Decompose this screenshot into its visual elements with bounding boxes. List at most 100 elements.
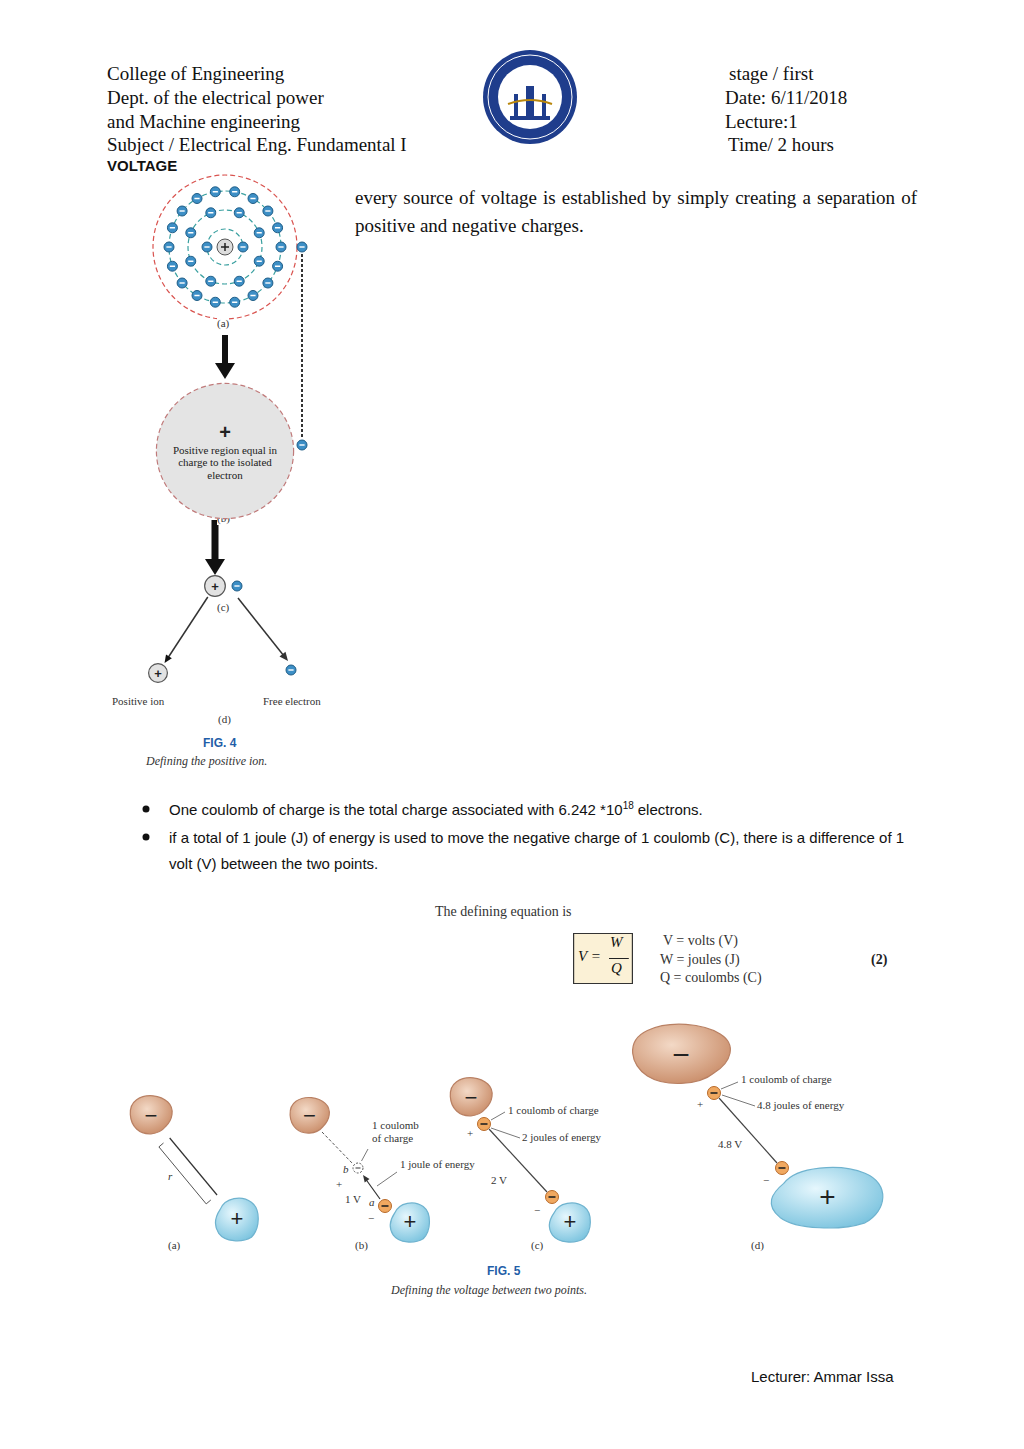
- outline-shape: [290, 1097, 329, 1133]
- electron: [186, 228, 196, 238]
- equation-numerator: W: [610, 934, 623, 951]
- electron: [192, 194, 202, 204]
- figure-label: (b): [355, 1239, 368, 1252]
- node-content: −: [625, 1020, 737, 1090]
- electron: [248, 291, 258, 301]
- charge: [478, 1118, 491, 1131]
- node-content: +: [547, 1200, 593, 1244]
- outline-shape: [450, 1078, 492, 1116]
- figure-label: 1 coulomb of charge: [508, 1104, 599, 1117]
- figure-label: 1 coulomb of charge: [372, 1119, 426, 1144]
- equation-legend: The defining equation is: [435, 904, 571, 920]
- connector: [165, 597, 208, 663]
- atom: [153, 175, 307, 319]
- arrow-head: [165, 654, 172, 663]
- equation-lhs: V =: [578, 948, 601, 965]
- outline-shape: [205, 576, 226, 597]
- figure-caption: Defining the positive ion.: [146, 755, 267, 769]
- figure-label: 1 joule of energy: [400, 1158, 475, 1171]
- sign-text: −: [465, 1087, 478, 1109]
- nucleus: [217, 239, 233, 255]
- negative-charge-body: −: [625, 1020, 737, 1090]
- sign-text: +: [219, 421, 231, 444]
- leader-line: [362, 1149, 398, 1186]
- sign-text: +: [231, 1208, 244, 1230]
- figure-label: 1 V: [345, 1193, 361, 1206]
- ion-circle: +: [204, 575, 226, 597]
- electron: [286, 665, 296, 675]
- figure-label: +: [336, 1178, 342, 1191]
- orbit: [188, 210, 262, 284]
- negative-charge-body: −: [447, 1075, 495, 1120]
- electron: [186, 256, 196, 266]
- connector-line: [212, 520, 219, 561]
- figure-label: +: [697, 1098, 703, 1111]
- figure-label: −: [763, 1174, 769, 1187]
- node-content: +: [148, 663, 168, 683]
- arrow-line: [238, 598, 284, 656]
- electron: [254, 228, 264, 238]
- figure-label: 4.8 joules of energy: [757, 1099, 844, 1112]
- node-content: −: [127, 1093, 175, 1138]
- figure-label: 2 V: [491, 1174, 507, 1187]
- sign-text: +: [154, 667, 162, 680]
- electron: [202, 242, 212, 252]
- charge: [776, 1162, 789, 1175]
- electron: [210, 187, 220, 197]
- superscript: 18: [623, 800, 634, 811]
- node-content: +: [388, 1200, 432, 1244]
- connector: [205, 520, 225, 575]
- variable-label: r: [168, 1170, 172, 1183]
- electron: [192, 291, 202, 301]
- node-content: +: [765, 1163, 890, 1231]
- dimension-bracket: [159, 1143, 211, 1204]
- negative-charge-body: −: [287, 1095, 332, 1137]
- bullet-dot: [143, 834, 150, 841]
- college-logo: [483, 50, 577, 144]
- electron: [167, 223, 177, 233]
- node-content: −: [447, 1075, 495, 1120]
- figure-label: (a): [217, 317, 229, 330]
- electron: [273, 223, 283, 233]
- header-text: Lecture:1: [725, 111, 798, 133]
- header-text: and Machine engineering: [107, 111, 300, 133]
- logo-center: [498, 65, 562, 129]
- electron: [164, 242, 174, 252]
- electron: [230, 297, 240, 307]
- logo-ring: [488, 55, 572, 139]
- node-content: +: [204, 575, 226, 597]
- bullet-text: if a total of 1 joule (J) of energy is u…: [169, 825, 917, 877]
- outline-shape: [574, 934, 633, 984]
- dashed-path: [301, 254, 303, 437]
- electron: [177, 206, 187, 216]
- paragraph: every source of voltage is established b…: [355, 184, 917, 240]
- connector-line: [168, 597, 207, 657]
- header-text: Subject / Electrical Eng. Fundamental I: [107, 134, 407, 156]
- outline-shape: [130, 1096, 172, 1134]
- electron: [254, 256, 264, 266]
- outline-shape: [771, 1167, 883, 1228]
- figure-label: Free electron: [263, 695, 321, 708]
- charge-minus: [356, 1167, 361, 1168]
- electron: [273, 261, 283, 271]
- sign-text: −: [672, 1040, 690, 1070]
- arrow-head: [205, 559, 225, 575]
- figure-label: (d): [751, 1239, 764, 1252]
- node-content: +: [213, 1195, 261, 1243]
- figure-label: −: [368, 1212, 374, 1225]
- logo-building: [510, 86, 550, 120]
- header-text: stage / first: [729, 63, 813, 85]
- figure-caption: Defining the voltage between two points.: [391, 1284, 587, 1298]
- arrow-head: [363, 1175, 370, 1183]
- positive-charge-body: +: [765, 1163, 890, 1231]
- figure-label: (c): [217, 601, 229, 614]
- variable-label: a: [369, 1196, 375, 1209]
- equation-legend: Q = coulombs (C): [660, 970, 762, 986]
- figure-label: 2 joules of energy: [522, 1131, 601, 1144]
- logo-script: [508, 100, 552, 104]
- electron: [234, 208, 244, 218]
- outline-shape: [215, 1198, 258, 1241]
- connector-line: [170, 1138, 217, 1195]
- sign-text: +: [404, 1211, 417, 1233]
